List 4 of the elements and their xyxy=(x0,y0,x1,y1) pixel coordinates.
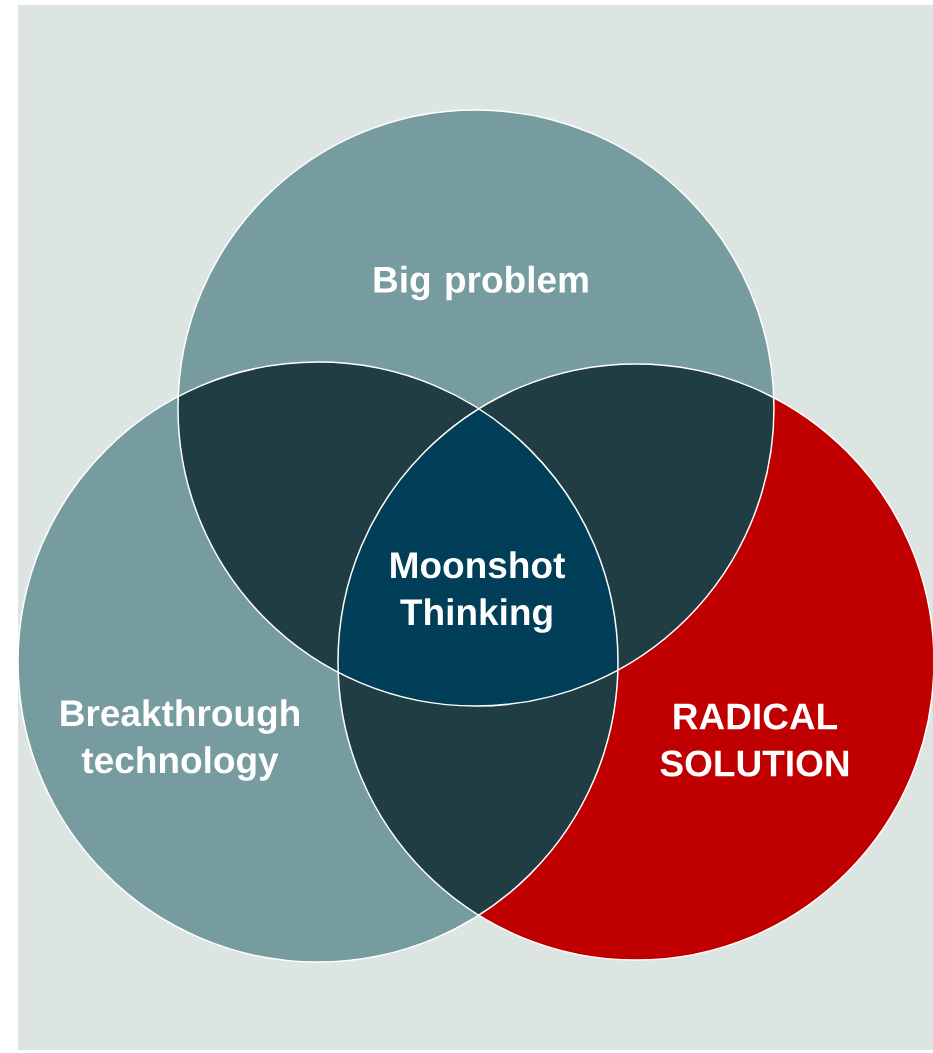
venn-label: Breakthrough technology xyxy=(61,699,299,781)
venn-label: RADICAL SOLUTION xyxy=(660,703,849,777)
venn-label: Big problem xyxy=(374,265,588,301)
venn-label: Moonshot Thinking xyxy=(391,551,565,633)
